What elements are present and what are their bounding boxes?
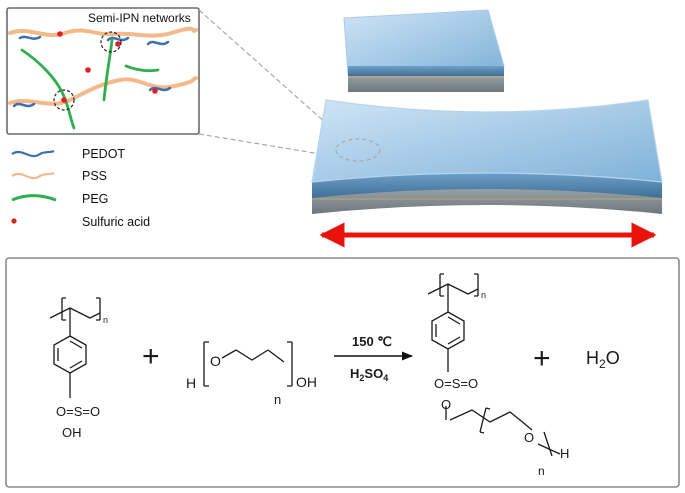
pss-hydroxyl-label: OH bbox=[62, 425, 82, 440]
peg-oh-label: OH bbox=[296, 374, 317, 390]
product-sulfonate-label: O=S=O bbox=[434, 376, 478, 391]
crosslink-highlight bbox=[100, 31, 122, 53]
peg-structure bbox=[203, 341, 293, 387]
zoom-region bbox=[335, 138, 381, 162]
acid-dot bbox=[61, 97, 67, 103]
plus-sign-2: + bbox=[533, 342, 551, 375]
condition-acid: H2SO4 bbox=[350, 366, 388, 383]
peg-legend-swatch bbox=[11, 194, 57, 202]
inset-title: Semi-IPN networks bbox=[88, 11, 191, 25]
pss-structure bbox=[49, 297, 101, 398]
acid-dot bbox=[85, 67, 91, 73]
flat-film bbox=[343, 9, 505, 92]
peg-chain bbox=[124, 64, 160, 73]
peg-h-label: H bbox=[186, 375, 196, 391]
pedot-chain bbox=[12, 102, 36, 108]
acid-legend-swatch bbox=[11, 218, 17, 224]
acid-dot bbox=[57, 31, 63, 37]
peg-n-label: n bbox=[274, 392, 281, 407]
acid-dot bbox=[152, 88, 158, 94]
peg-chain bbox=[20, 48, 76, 130]
product-h-label: H bbox=[560, 446, 569, 461]
product-structure bbox=[427, 273, 561, 457]
product-subscript-n: n bbox=[481, 290, 486, 300]
pss-chain bbox=[8, 26, 198, 38]
legend-label-peg: PEG bbox=[82, 192, 108, 206]
stretched-film bbox=[311, 99, 663, 214]
peg-chain bbox=[102, 38, 114, 102]
pedot-legend-swatch bbox=[11, 149, 55, 158]
condition-temperature: 150 ℃ bbox=[352, 334, 392, 349]
pedot-chain bbox=[18, 35, 42, 40]
legend: PEDOT PSS PEG Sulfuric acid bbox=[11, 147, 150, 229]
water-label: H2O bbox=[586, 348, 620, 371]
reaction-panel: n O=S=O OH + H O OH n 150 ℃ H2SO4 bbox=[5, 257, 680, 488]
product-chain-o-label: O bbox=[524, 430, 534, 445]
product-chain-n-label: n bbox=[538, 464, 545, 478]
crosslink-highlight bbox=[53, 89, 75, 111]
pss-sulfonate-label: O=S=O bbox=[56, 404, 100, 419]
zoom-leader-line bbox=[198, 9, 346, 141]
inset-panel: Semi-IPN networks bbox=[6, 7, 200, 135]
pss-subscript-n: n bbox=[103, 315, 108, 325]
acid-dot bbox=[115, 41, 121, 47]
plus-sign-1: + bbox=[142, 340, 160, 373]
peg-o-label: O bbox=[210, 353, 221, 369]
legend-label-sulfuric-acid: Sulfuric acid bbox=[82, 215, 150, 229]
pss-chain bbox=[8, 76, 198, 106]
pss-legend-swatch bbox=[11, 171, 55, 180]
pedot-chain bbox=[106, 36, 130, 42]
product-ester-o-label: O bbox=[441, 397, 451, 412]
pedot-chain bbox=[148, 86, 172, 92]
pedot-chain bbox=[146, 40, 170, 46]
legend-label-pss: PSS bbox=[82, 169, 107, 183]
legend-label-pedot: PEDOT bbox=[82, 147, 125, 161]
